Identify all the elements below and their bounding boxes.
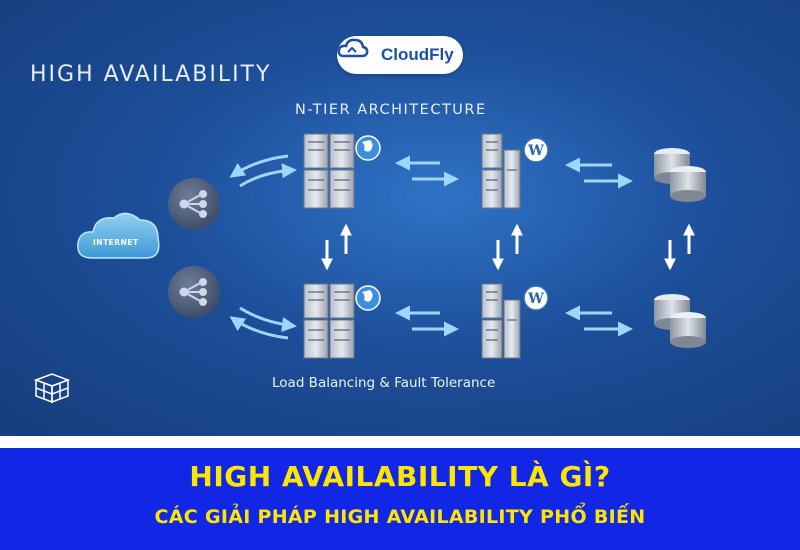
svg-text:W: W xyxy=(527,291,544,307)
database-bottom xyxy=(654,294,706,348)
app-server-top: W xyxy=(481,133,549,209)
diagram-caption: Load Balancing & Fault Tolerance xyxy=(272,375,496,391)
internet-cloud xyxy=(77,212,160,259)
load-balancer-top xyxy=(168,178,220,230)
cube-logo-icon xyxy=(33,373,71,404)
database-top xyxy=(654,148,706,202)
wordpress-icon: W xyxy=(523,285,549,311)
share-icon xyxy=(179,278,207,306)
diagram-canvas: W W xyxy=(33,133,706,404)
arrow-lb-bottom xyxy=(229,316,289,340)
arrow-lb-top-2 xyxy=(239,163,297,188)
diagram-subtitle: N-TIER ARCHITECTURE xyxy=(295,102,487,118)
cloudfly-logo[interactable]: CloudFly xyxy=(337,36,463,74)
cloud-icon xyxy=(337,38,369,58)
wordpress-icon: W xyxy=(523,137,549,163)
app-server-bottom: W xyxy=(481,283,549,359)
globe-icon xyxy=(355,135,381,161)
arrow-lb-top xyxy=(229,154,289,178)
diagram-title: HIGH AVAILABILITY xyxy=(30,62,272,87)
web-server-bottom xyxy=(303,283,381,359)
banner-subtitle: CÁC GIẢI PHÁP HIGH AVAILABILITY PHỔ BIẾN xyxy=(154,506,646,528)
divider xyxy=(0,436,800,448)
arrow-lb-bottom-2 xyxy=(239,306,297,332)
title-banner: HIGH AVAILABILITY LÀ GÌ? CÁC GIẢI PHÁP H… xyxy=(0,448,800,550)
banner-title: HIGH AVAILABILITY LÀ GÌ? xyxy=(189,460,611,493)
load-balancer-bottom xyxy=(168,266,220,318)
globe-icon xyxy=(355,285,381,311)
svg-text:W: W xyxy=(527,143,544,159)
share-icon xyxy=(179,190,207,218)
diagram-area: W W xyxy=(0,0,800,436)
brand-name: CloudFly xyxy=(381,45,454,64)
web-server-top xyxy=(303,133,381,209)
internet-label: INTERNET xyxy=(93,238,139,247)
